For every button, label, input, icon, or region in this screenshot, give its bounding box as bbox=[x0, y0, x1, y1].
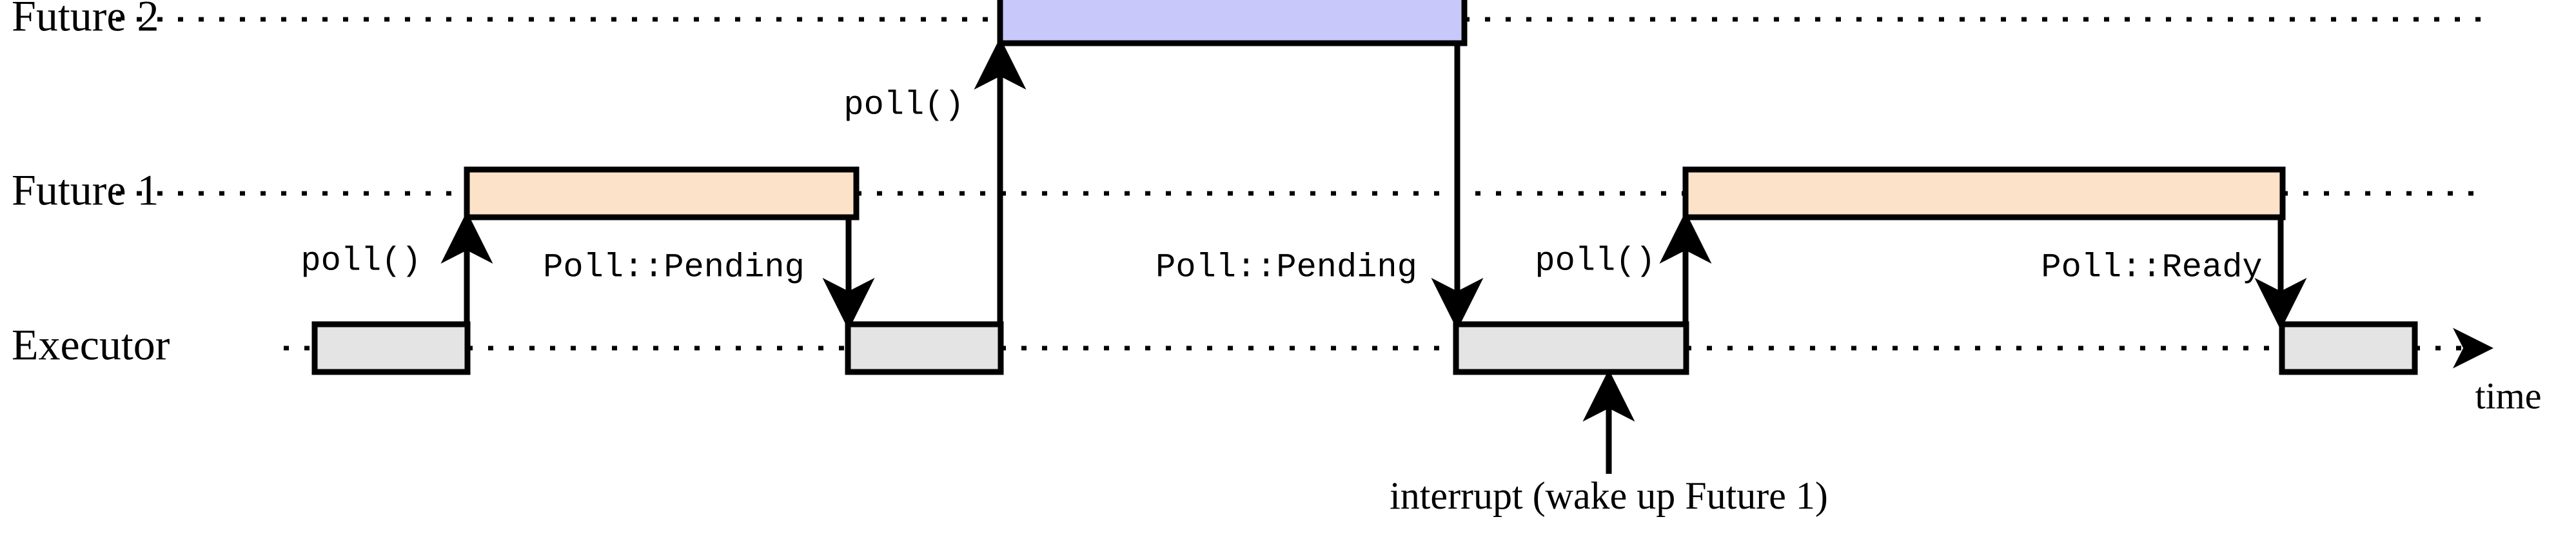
interrupt-annotation-group: interrupt (wake up Future 1) bbox=[1390, 369, 1828, 517]
poll-pending-label-1: Poll::Pending bbox=[543, 249, 805, 287]
transition-arrows bbox=[440, 37, 2307, 330]
poll-label-1: poll() bbox=[300, 242, 421, 280]
lane-labels: Future 2 Future 1 Executor bbox=[12, 0, 170, 369]
future1-poll-1 bbox=[464, 166, 860, 220]
poll-label-2: poll() bbox=[843, 86, 964, 124]
lane-label-executor: Executor bbox=[12, 320, 170, 369]
poll-label-3: poll() bbox=[1535, 242, 1655, 280]
future2-poll-1 bbox=[997, 0, 1468, 46]
poll-ready-label: Poll::Ready bbox=[2041, 249, 2262, 287]
lane-baselines bbox=[116, 17, 2489, 351]
time-axis-label: time bbox=[2475, 375, 2541, 416]
poll-pending-label-2: Poll::Pending bbox=[1155, 249, 1417, 287]
time-axis: time bbox=[2415, 327, 2542, 416]
lane-label-future1: Future 1 bbox=[12, 166, 159, 215]
activity-boxes bbox=[311, 0, 2418, 375]
executor-slice-4 bbox=[2279, 321, 2418, 375]
executor-slice-1 bbox=[311, 321, 471, 375]
lane-label-future2: Future 2 bbox=[12, 0, 159, 41]
executor-slice-3 bbox=[1453, 321, 1689, 375]
executor-slice-2 bbox=[845, 321, 1004, 375]
interrupt-annotation: interrupt (wake up Future 1) bbox=[1390, 474, 1828, 517]
future1-poll-2 bbox=[1682, 166, 2286, 220]
